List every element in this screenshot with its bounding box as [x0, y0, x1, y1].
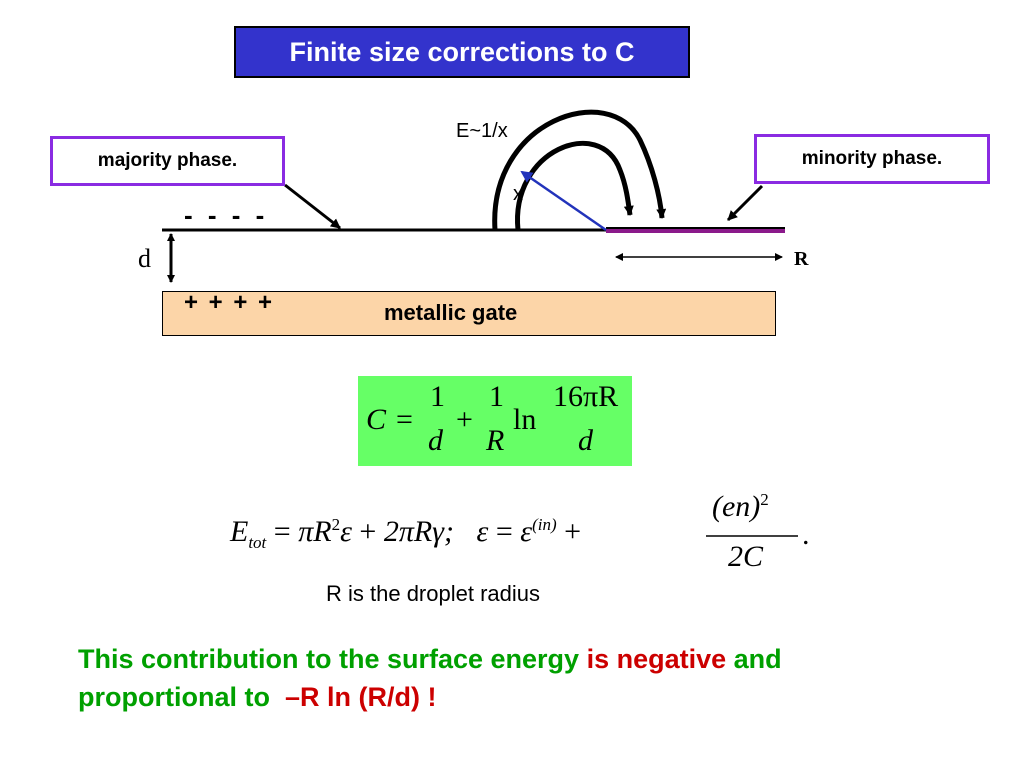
- x-label: x: [513, 183, 523, 205]
- slide-title: Finite size corrections to C: [234, 26, 690, 78]
- conclusion-negative: is negative: [586, 644, 727, 674]
- formula2-plus: +: [359, 515, 377, 548]
- d-label: d: [138, 244, 151, 273]
- field-line-outer: [492, 109, 667, 231]
- formula2-eps: ε: [340, 515, 352, 548]
- field-label: E~1/x: [456, 120, 508, 142]
- formula2-eps2: ε: [476, 515, 489, 548]
- positive-charges: + + + +: [184, 289, 275, 316]
- conclusion-part3: and: [726, 644, 782, 674]
- formula2-term1-sup: 2: [331, 515, 341, 534]
- capacitance-formula-box: [358, 376, 632, 466]
- formula1-plus: +: [456, 403, 473, 436]
- energy-formula: Etot = πR2ε + 2πRγ; ε = ε(in) +: [230, 515, 581, 553]
- majority-phase-label: majority phase.: [97, 150, 238, 171]
- metallic-gate: [162, 291, 776, 336]
- minority-phase-label: minority phase.: [801, 148, 943, 169]
- formula2-term2: 2πRγ;: [383, 515, 454, 548]
- formula1-frac3-num: 16πR: [553, 380, 619, 413]
- formula2-frac-den: 2C: [728, 540, 764, 573]
- conclusion-text: This contribution to the surface energy …: [78, 640, 782, 716]
- formula2-E-sub: tot: [248, 533, 267, 552]
- formula2-eq: =: [273, 515, 291, 548]
- formula2-eq2: =: [495, 515, 513, 548]
- conclusion-part1: This contribution to the surface energy: [78, 644, 587, 674]
- formula2-frac-num-text: (en): [712, 490, 761, 523]
- conclusion-line2a: proportional to: [78, 682, 285, 712]
- formula2-eps3: ε: [520, 515, 533, 548]
- conclusion-line-2: proportional to –R ln (R/d) !: [78, 678, 782, 716]
- formula1-ln: ln: [513, 403, 537, 436]
- x-distance-arrow: [520, 170, 607, 232]
- conclusion-line2b: –R ln (R/d) !: [284, 682, 437, 712]
- formula1-eq: =: [396, 403, 413, 436]
- formula1-frac3-den: d: [578, 424, 593, 457]
- formula2-plus2: +: [564, 515, 582, 548]
- formula1-frac1-den: d: [428, 424, 443, 457]
- formula1-frac2-num: 1: [489, 380, 504, 413]
- majority-pointer-arrow: [284, 183, 341, 230]
- formula1-frac1-num: 1: [430, 380, 445, 413]
- r-label: R: [794, 248, 809, 270]
- droplet-caption: R is the droplet radius: [326, 581, 540, 606]
- formula2-frac-num-sup: 2: [760, 490, 769, 509]
- minority-phase-box: minority phase.: [754, 134, 990, 184]
- minority-pointer-arrow: [726, 184, 764, 222]
- formula2-term1: πR: [298, 515, 332, 548]
- formula2-eps3-sup: (in): [532, 515, 557, 534]
- formula2-period: .: [802, 518, 810, 551]
- field-line-inner: [515, 140, 634, 231]
- gate-label: metallic gate: [384, 300, 518, 325]
- formula2-frac-num: (en)2: [712, 490, 769, 524]
- formula1-lhs: C: [366, 403, 387, 436]
- conclusion-line-1: This contribution to the surface energy …: [78, 640, 782, 678]
- majority-phase-box: majority phase.: [50, 136, 285, 186]
- formula1-frac2-den: R: [486, 424, 505, 457]
- title-text: Finite size corrections to C: [289, 36, 635, 67]
- negative-charges: - - - -: [184, 200, 269, 230]
- formula2-E: E: [230, 515, 249, 548]
